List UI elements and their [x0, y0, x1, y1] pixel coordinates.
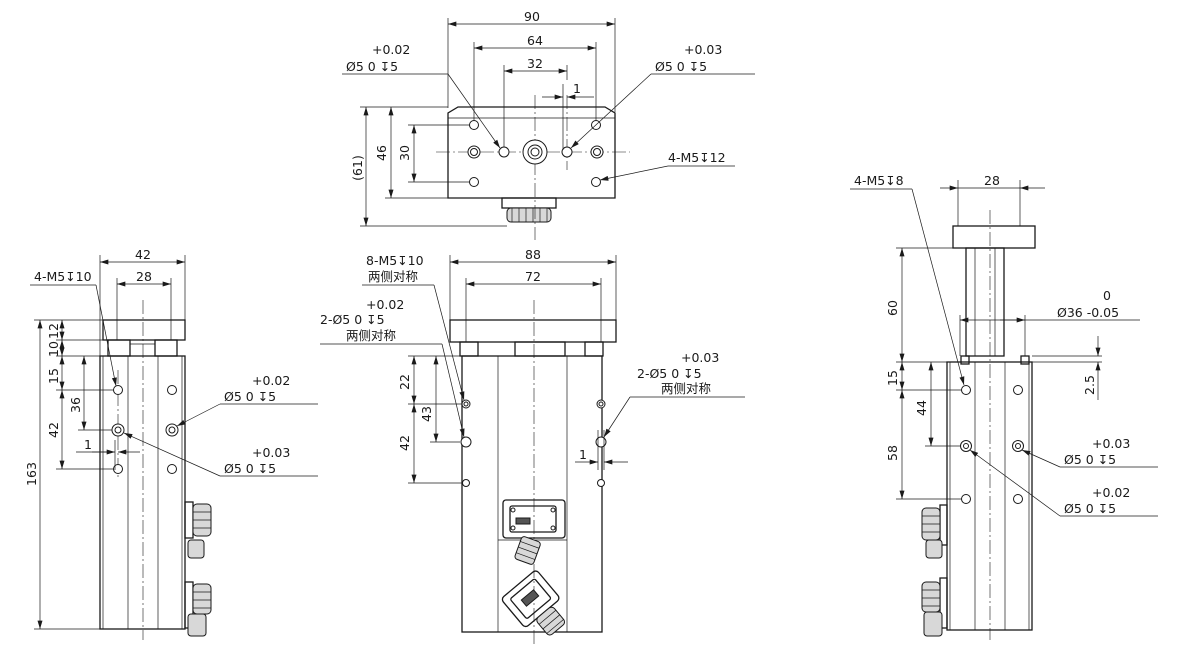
- left-top-plate: [102, 319, 186, 341]
- dim-10: 10: [46, 341, 61, 357]
- right-cable-connector: [921, 577, 948, 637]
- right-cable-connector: [921, 504, 948, 559]
- top-hole: [591, 177, 601, 187]
- tol-upper: +0.03: [681, 350, 719, 365]
- front-pin-hole: [460, 436, 472, 448]
- left-cable-connector: [184, 581, 212, 637]
- right-body: [946, 361, 1033, 631]
- left-view: 42 28 4-M5↧10 12 10 15 42 36 163 1 +0.02: [24, 247, 318, 640]
- thread-note: 8-M5↧10: [366, 253, 424, 268]
- tol-callout: Ø5 0 ↧5: [224, 389, 276, 404]
- top-view: 90 64 32 1 (61) 46 30 +0.02 Ø5 0 ↧5 +0.0…: [342, 9, 755, 240]
- tol-upper: +0.02: [372, 42, 410, 57]
- dim-1: 1: [573, 81, 581, 96]
- dim-42: 42: [46, 422, 61, 438]
- dim-88: 88: [525, 247, 541, 262]
- dim-22: 22: [397, 374, 412, 390]
- dim-163: 163: [24, 462, 39, 486]
- dim-42: 42: [135, 247, 151, 262]
- dim-36: 36: [68, 397, 83, 413]
- symmetry-note: 两侧对称: [346, 328, 396, 343]
- tol-callout: Ø36 -0.05: [1057, 305, 1119, 320]
- top-hole: [469, 120, 479, 130]
- tol-upper: +0.03: [252, 445, 290, 460]
- dim-43: 43: [419, 406, 434, 422]
- dim-46: 46: [374, 145, 389, 161]
- dim-1: 1: [84, 437, 92, 452]
- front-view: 88 72 8-M5↧10 两侧对称 +0.02 2-Ø5 0 ↧5 两侧对称 …: [320, 247, 745, 645]
- symmetry-note: 两侧对称: [661, 381, 711, 396]
- dim-2-5: 2.5: [1082, 375, 1097, 395]
- front-top-plate: [449, 319, 617, 343]
- front-body: [461, 355, 603, 633]
- dim-15: 15: [46, 368, 61, 384]
- tol-upper: 0: [1103, 288, 1111, 303]
- front-pin-hole: [595, 436, 607, 448]
- dim-28: 28: [984, 173, 1000, 188]
- dim-72: 72: [525, 269, 541, 284]
- dim-30: 30: [397, 145, 412, 161]
- dim-1: 1: [579, 447, 587, 462]
- tol-upper: +0.03: [1092, 436, 1130, 451]
- right-top-cap: [952, 225, 1036, 249]
- tol-callout: Ø5 0 ↧5: [224, 461, 276, 476]
- tol-upper: +0.03: [684, 42, 722, 57]
- tol-upper: +0.02: [252, 373, 290, 388]
- top-view-connector: [501, 197, 557, 223]
- tol-upper: +0.02: [1092, 485, 1130, 500]
- front-connector-lower: [501, 570, 566, 636]
- dim-32: 32: [527, 56, 543, 71]
- dim-90: 90: [524, 9, 540, 24]
- dim-42: 42: [397, 435, 412, 451]
- left-cable-connector: [184, 501, 212, 559]
- tol-callout: Ø5 0 ↧5: [1064, 452, 1116, 467]
- left-body: [99, 355, 186, 630]
- thread-note: 4-M5↧12: [668, 150, 726, 165]
- dim-28: 28: [136, 269, 152, 284]
- front-connector-upper: [502, 499, 566, 565]
- tol-callout: 2-Ø5 0 ↧5: [637, 366, 702, 381]
- dim-58: 58: [885, 445, 900, 461]
- top-hole: [469, 177, 479, 187]
- dim-61: (61): [350, 155, 365, 181]
- dim-64: 64: [527, 33, 543, 48]
- tol-callout: 2-Ø5 0 ↧5: [320, 312, 385, 327]
- tol-callout: Ø5 0 ↧5: [346, 59, 398, 74]
- dim-15: 15: [885, 370, 900, 386]
- dim-44: 44: [914, 400, 929, 416]
- thread-note: 4-M5↧10: [34, 269, 92, 284]
- tol-callout: Ø5 0 ↧5: [655, 59, 707, 74]
- right-view: 28 4-M5↧8 60 15 58 44 0 Ø36 -0.05 2.5 +0: [850, 173, 1158, 640]
- top-pin-hole: [498, 146, 510, 158]
- dim-12: 12: [46, 323, 61, 339]
- dim-60: 60: [885, 300, 900, 316]
- tol-callout: Ø5 0 ↧5: [1064, 501, 1116, 516]
- tol-upper: +0.02: [366, 297, 404, 312]
- top-pin-hole: [561, 146, 573, 158]
- symmetry-note: 两侧对称: [368, 269, 418, 284]
- thread-note: 4-M5↧8: [854, 173, 904, 188]
